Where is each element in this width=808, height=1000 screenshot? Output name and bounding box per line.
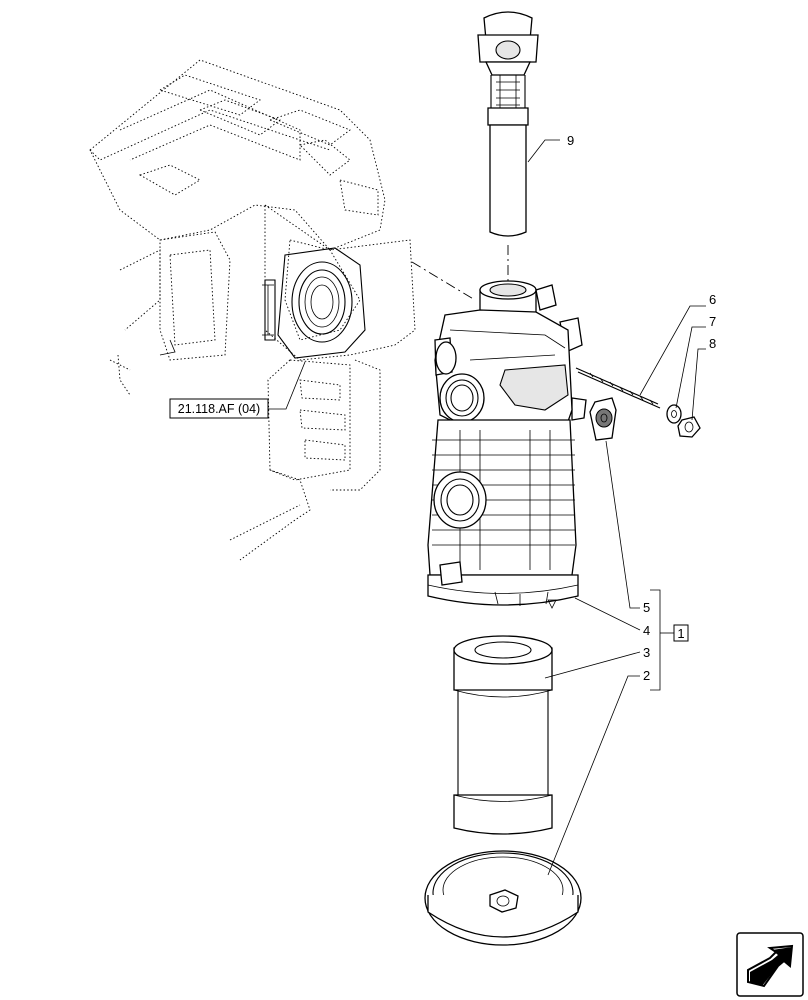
reference-label-box[interactable] [169, 398, 269, 419]
callout-5: 5 [643, 600, 650, 615]
filter-bowl [427, 419, 579, 609]
callout-7: 7 [709, 314, 716, 329]
leader-lines [527, 139, 706, 876]
callout-2: 2 [643, 668, 650, 683]
centerline-flange [411, 261, 476, 301]
arrow-navigation-icon[interactable] [736, 932, 804, 997]
part-7-washer [666, 404, 682, 424]
part-3-filter-element [453, 635, 553, 835]
housing-flange-bore [159, 247, 366, 359]
callout-9: 9 [567, 133, 574, 148]
part-6-bolt [575, 367, 661, 409]
callout-4: 4 [643, 623, 650, 638]
part-2-bottom-cap [424, 850, 582, 946]
group-box: 1 [673, 624, 689, 642]
part-5-sensor-plug [589, 397, 617, 441]
part-8-nut [677, 416, 701, 438]
callout-8: 8 [709, 336, 716, 351]
group-box-label: 1 [677, 626, 684, 641]
part-9-breather-tube [477, 11, 539, 237]
background-housing-outline [89, 59, 416, 561]
reference-label-group: 21.118.AF (04) [169, 361, 306, 419]
filter-head-housing [434, 280, 587, 433]
callout-3: 3 [643, 645, 650, 660]
callout-6: 6 [709, 292, 716, 307]
reference-label: 21.118.AF (04) [178, 402, 260, 416]
